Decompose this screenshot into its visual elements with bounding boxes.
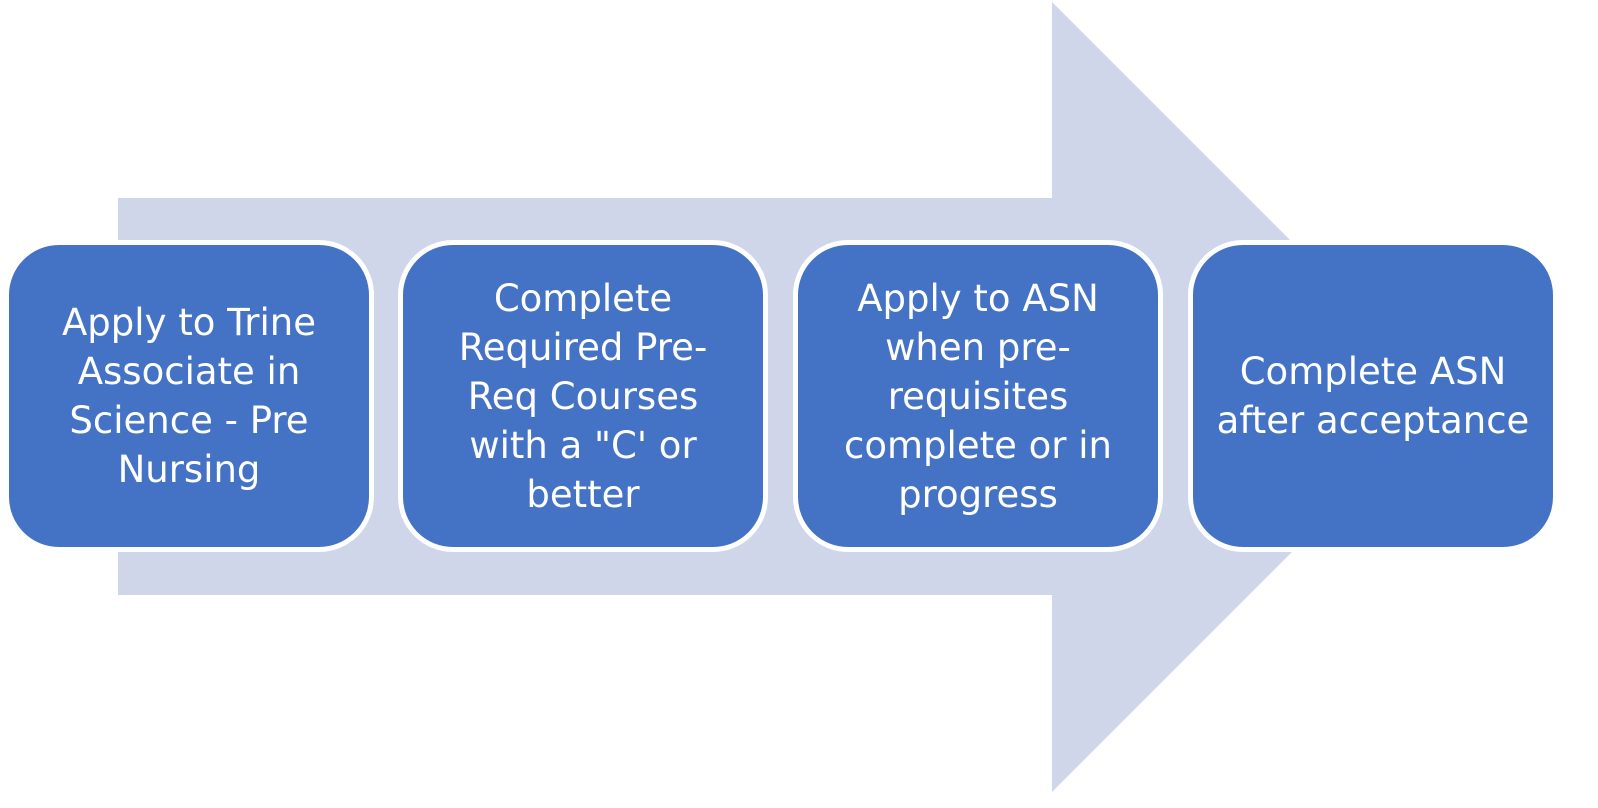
step-label-1: Apply to Trine Associate in Science - Pr…	[62, 301, 316, 491]
step-box-4: Complete ASN after acceptance	[1188, 240, 1558, 552]
step-label-4: Complete ASN after acceptance	[1216, 350, 1530, 442]
step-box-3: Apply to ASN when pre-requisites complet…	[793, 240, 1163, 552]
arrow-polygon	[118, 2, 1447, 792]
step-label-2: Complete Required Pre-Req Courses with a…	[458, 276, 708, 516]
step-box-2: Complete Required Pre-Req Courses with a…	[398, 240, 768, 552]
step-label-3: Apply to ASN when pre-requisites complet…	[844, 276, 1112, 516]
step-box-1: Apply to Trine Associate in Science - Pr…	[4, 240, 374, 552]
